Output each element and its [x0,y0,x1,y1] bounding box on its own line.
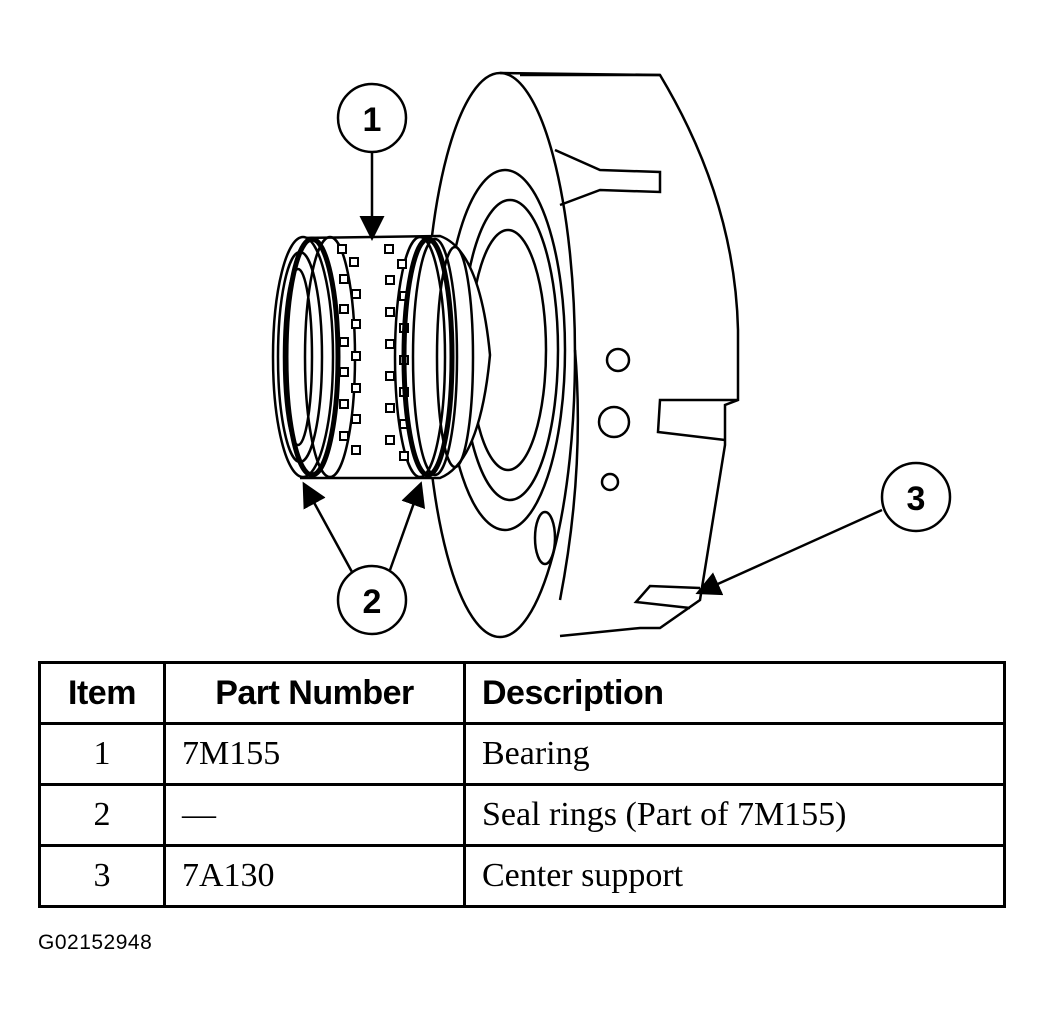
cell-description: Center support [463,844,1006,908]
callout-3-label: 3 [907,480,926,518]
center-support-diagram: 1 2 3 [271,71,952,639]
parts-table: Item Part Number Description 1 7M155 Bea… [38,661,1006,908]
table-row: 1 7M155 Bearing [38,722,1006,786]
cell-item: 2 [38,783,166,847]
cell-part-number: 7M155 [163,722,466,786]
cell-item: 3 [38,844,166,908]
cell-description: Bearing [463,722,1006,786]
header-part-number: Part Number [163,661,466,725]
cell-part-number: 7A130 [163,844,466,908]
table-header-row: Item Part Number Description [38,661,1006,725]
callout-2-label: 2 [363,583,382,621]
seal-rings [283,236,455,478]
cell-item: 1 [38,722,166,786]
cell-description: Seal rings (Part of 7M155) [463,783,1006,847]
figure-id: G02152948 [38,931,153,954]
table-row: 2 — Seal rings (Part of 7M155) [38,783,1006,847]
cell-part-number: — [163,783,466,847]
bearing-drawing [271,234,492,480]
header-description: Description [463,661,1006,725]
callout-2: 2 [302,481,426,636]
callout-1: 1 [336,82,408,241]
callout-1-label: 1 [363,101,382,139]
table-row: 3 7A130 Center support [38,844,1006,908]
header-item: Item [38,661,166,725]
callout-3: 3 [695,461,952,596]
